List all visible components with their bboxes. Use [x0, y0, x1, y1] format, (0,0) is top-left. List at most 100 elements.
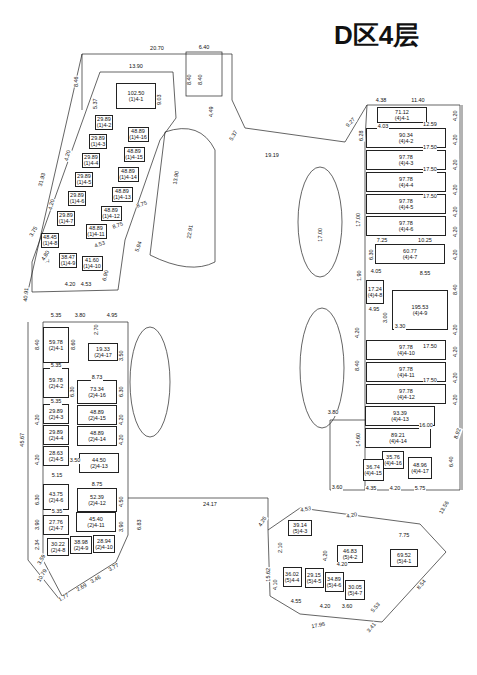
unit-area: 45.40: [89, 516, 103, 522]
unit-area: 89.21: [391, 432, 405, 438]
unit-area: 46.83: [343, 548, 357, 554]
dimension-label: 4.20: [453, 134, 459, 146]
dimension-label: 4.26: [258, 516, 269, 529]
unit-area: 90.34: [399, 132, 413, 138]
unit-number: (5)4-7: [348, 590, 363, 596]
dimension-label: 4.55: [290, 599, 302, 605]
unit-area: 59.78: [49, 339, 63, 345]
unit-area: 48.89: [131, 128, 145, 134]
dimension-label: 6.30: [70, 386, 76, 398]
dimension-label: 4.20: [319, 604, 331, 610]
unit-number: (2)4-12: [88, 500, 106, 506]
block-4-outline: [365, 105, 460, 490]
unit-area: 35.76: [386, 454, 400, 460]
dimension-label: 5.37: [93, 98, 99, 110]
unit-number: (1)4-7: [59, 218, 74, 224]
shop-unit: 48.89(1)4-16: [128, 127, 149, 142]
dimension-label: 10.79: [36, 568, 48, 584]
shop-unit: 71.12(4)4-1: [377, 107, 427, 123]
unit-number: (4)4-8: [368, 292, 383, 298]
dimension-label: 4.20: [453, 249, 459, 261]
dimension-label: 13.90: [172, 170, 180, 185]
dimension-label: 5.15: [51, 473, 63, 479]
dimension-label: 13.90: [129, 64, 144, 70]
dimension-label: 4.03: [377, 124, 389, 130]
dimension-label: 8.75: [112, 221, 125, 230]
unit-number: (4)4-10: [397, 350, 415, 356]
unit-area: 97.78: [399, 176, 413, 182]
dimension-label: 3.80: [74, 313, 86, 319]
unit-number: (4)4-7: [403, 254, 418, 260]
unit-area: 60.77: [403, 248, 417, 254]
dimension-label: 8.40: [198, 74, 204, 86]
unit-number: (2)4-1: [49, 345, 64, 351]
dimension-label: 8.60: [71, 339, 77, 351]
dimension-label: 19.19: [265, 153, 280, 159]
dimension-label: 3.60: [341, 604, 353, 610]
dimension-label: 4.20: [453, 226, 459, 238]
unit-area: 28.63: [49, 450, 63, 456]
atrium-void: [300, 308, 344, 428]
shop-unit: 44.50(2)4-13: [79, 453, 119, 473]
unit-number: (4)4-9: [413, 310, 428, 316]
unit-area: 28.94: [97, 538, 111, 544]
unit-area: 30.22: [51, 541, 65, 547]
unit-area: 48.96: [413, 462, 427, 468]
unit-number: (4)4-2: [399, 138, 414, 144]
dimension-label: 4.20: [453, 110, 459, 122]
dimension-label: 1.77: [58, 593, 71, 604]
unit-number: (2)4-5: [49, 456, 64, 462]
dimension-label: 7.75: [398, 533, 410, 539]
dimension-label: 4.38: [375, 98, 387, 104]
shop-unit: 19.33(2)4-17: [88, 343, 118, 361]
unit-area: 43.75: [49, 491, 63, 497]
dimension-label: 8.55: [419, 271, 431, 277]
dimension-label: 9.03: [157, 94, 163, 106]
shop-unit: 97.78(4)4-6: [366, 216, 446, 236]
unit-number: (5)4-6: [327, 582, 342, 588]
shop-unit: 48.89(1)4-12: [101, 206, 122, 221]
dimension-label: 3.00: [383, 312, 389, 324]
dimension-label: 3.80: [327, 410, 339, 416]
dimension-label: 4.20: [64, 282, 76, 288]
unit-area: 29.89: [91, 135, 105, 141]
dimension-label: 8.46: [74, 76, 80, 88]
unit-area: 48.89: [115, 188, 129, 194]
shop-unit: 29.89(2)4-4: [43, 425, 69, 445]
dimension-label: 17.50: [423, 194, 438, 200]
shop-unit: 29.89(1)4-5: [75, 172, 93, 187]
dimension-label: 4.20: [453, 394, 459, 406]
block-5-outline: [268, 508, 446, 622]
dimension-label: 4.20: [453, 324, 459, 336]
dimension-label: 5.53: [370, 602, 382, 615]
unit-area: 36.74: [366, 464, 380, 470]
shop-unit: 39.14(5)4-3: [288, 520, 312, 536]
shop-unit: 48.89(1)4-13: [112, 187, 133, 202]
unit-area: 71.12: [395, 109, 409, 115]
unit-area: 48.89: [121, 168, 135, 174]
shop-unit: 48.89(1)4-11: [86, 224, 107, 239]
shop-unit: 38.98(2)4-9: [70, 536, 92, 554]
dimension-label: 5.35: [50, 313, 62, 319]
dimension-label: 12.59: [423, 122, 438, 128]
dimension-label: 4.20: [453, 372, 459, 384]
dimension-label: 2.69: [76, 583, 89, 594]
unit-number: (2)4-7: [49, 525, 64, 531]
small-room: [186, 52, 222, 96]
dimension-label: 7.25: [376, 238, 388, 244]
unit-number: (5)4-2: [343, 554, 358, 560]
dimension-label: 8.40: [453, 284, 459, 296]
unit-area: 97.78: [399, 344, 413, 350]
dimension-label: 4.35: [365, 486, 377, 492]
unit-area: 97.78: [399, 220, 413, 226]
dimension-label: 5.35: [50, 363, 62, 369]
dimension-label: 4.20: [453, 159, 459, 171]
dimension-label: 4.20: [453, 346, 459, 358]
unit-number: (1)4-16: [129, 134, 147, 140]
dimension-label: 31.93: [37, 172, 46, 188]
unit-number: (4)4-4: [399, 182, 414, 188]
unit-number: (4)4-6: [399, 226, 414, 232]
unit-number: (1)4-11: [87, 231, 104, 237]
atrium-void: [150, 129, 215, 268]
shop-unit: 27.76(2)4-7: [43, 515, 69, 535]
